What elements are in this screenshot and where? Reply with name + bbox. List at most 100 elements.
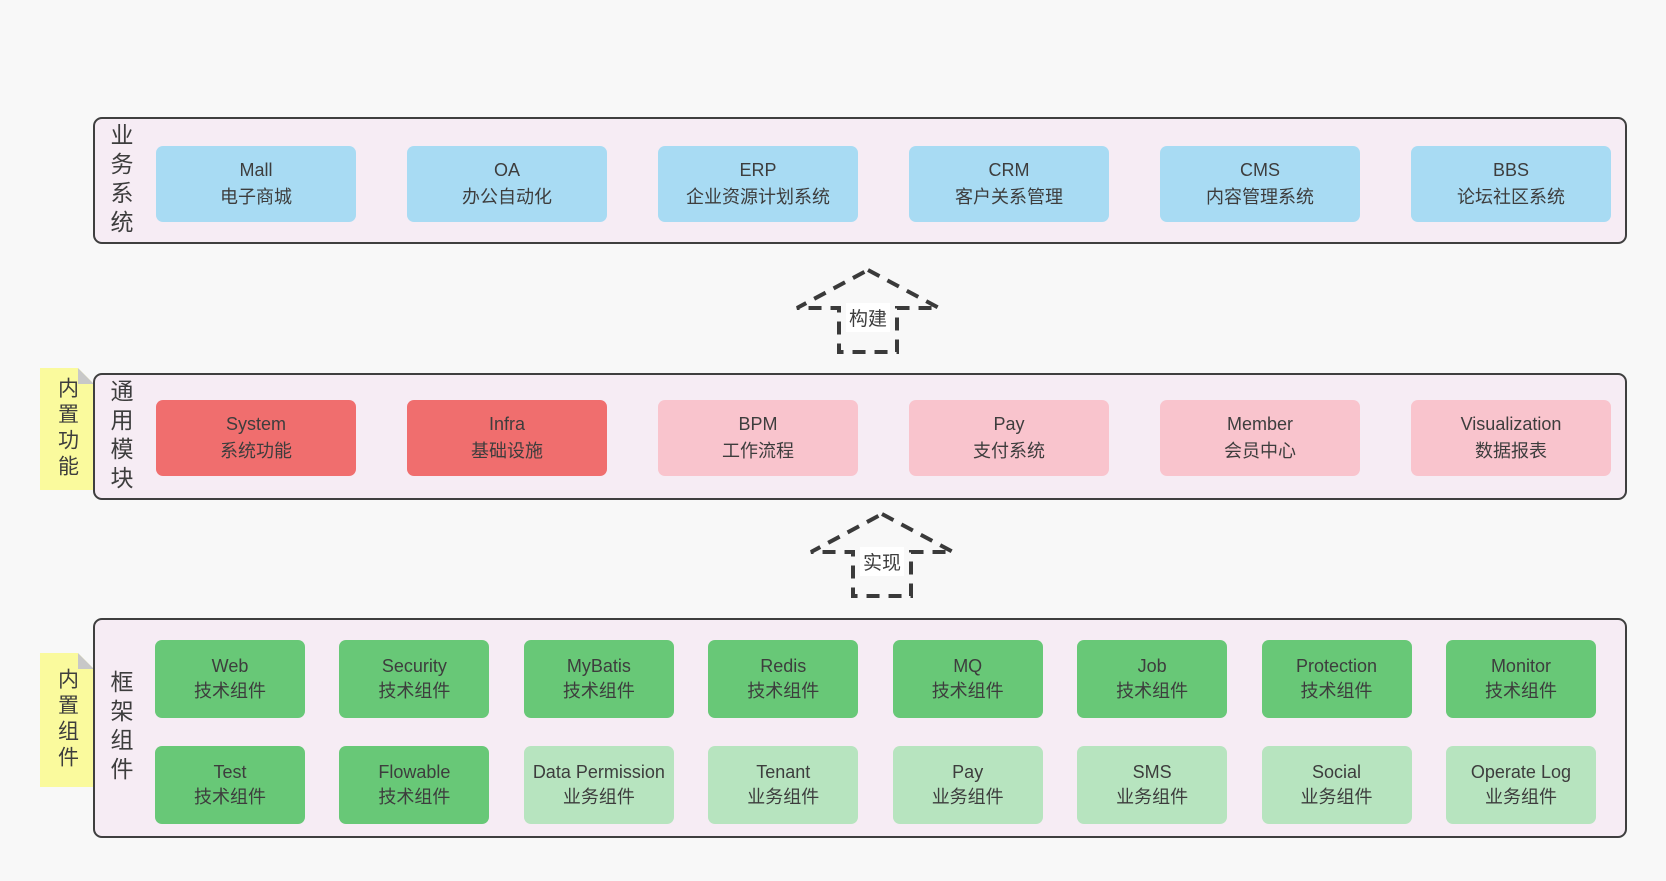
card-mq: MQ 技术组件: [892, 640, 1043, 718]
card-subtitle: 业务组件: [1300, 787, 1373, 807]
card-title: Test: [213, 762, 247, 783]
business-cards-row: Mall 电子商城 OA 办公自动化 ERP 企业资源计划系统 CRM 客户关系…: [156, 146, 1611, 222]
card-social: Social 业务组件: [1261, 746, 1412, 824]
card-title: Flowable: [378, 762, 451, 783]
folded-corner-icon: [78, 368, 94, 384]
sticky-note-built-in-features: 内置功能: [40, 368, 94, 490]
card-subtitle: 业务组件: [562, 787, 635, 807]
card-subtitle: 技术组件: [378, 787, 451, 807]
card-subtitle: 客户关系管理: [955, 187, 1063, 207]
layer-panel-common-modules: 通用模块 System 系统功能 Infra 基础设施 BPM 工作流程 Pay…: [93, 373, 1627, 500]
card-title: MyBatis: [566, 656, 631, 677]
card-title: Redis: [760, 656, 807, 677]
card-web: Web 技术组件: [155, 640, 305, 718]
card-subtitle: 业务组件: [747, 787, 820, 807]
card-title: SMS: [1132, 762, 1172, 783]
card-title: Data Permission: [532, 762, 665, 783]
implement-arrow-label: 实现: [859, 547, 905, 576]
card-subtitle: 技术组件: [1116, 681, 1189, 701]
card-subtitle: 技术组件: [1300, 681, 1373, 701]
sticky-note-label: 内置组件: [55, 668, 79, 772]
card-visualization: Visualization 数据报表: [1411, 400, 1611, 476]
card-title: CRM: [988, 160, 1030, 180]
layer-label-business-systems: 业务系统: [107, 122, 133, 239]
card-title: OA: [493, 160, 520, 180]
card-subtitle: 内容管理系统: [1206, 187, 1314, 207]
card-sms: SMS 业务组件: [1077, 746, 1228, 824]
card-subtitle: 技术组件: [194, 787, 266, 807]
card-subtitle: 工作流程: [722, 441, 794, 461]
card-title: ERP: [739, 160, 777, 180]
card-job: Job 技术组件: [1077, 640, 1228, 718]
card-title: Visualization: [1460, 414, 1562, 434]
card-subtitle: 论坛社区系统: [1457, 187, 1565, 207]
card-erp: ERP 企业资源计划系统: [658, 146, 858, 222]
card-redis: Redis 技术组件: [708, 640, 859, 718]
sticky-note-built-in-components: 内置组件: [40, 653, 94, 787]
card-subtitle: 业务组件: [1484, 787, 1557, 807]
build-arrow: 构建: [793, 268, 943, 354]
card-subtitle: 办公自动化: [462, 187, 552, 207]
card-monitor: Monitor 技术组件: [1445, 640, 1596, 718]
layer-label-common-modules: 通用模块: [107, 378, 133, 495]
card-system: System 系统功能: [156, 400, 356, 476]
card-title: Protection: [1296, 656, 1378, 677]
card-subtitle: 技术组件: [1484, 681, 1557, 701]
card-title: Monitor: [1490, 656, 1551, 677]
card-title: MQ: [953, 656, 983, 677]
card-title: Infra: [488, 414, 526, 434]
card-subtitle: 基础设施: [471, 441, 543, 461]
card-subtitle: 会员中心: [1224, 441, 1296, 461]
card-title: BBS: [1492, 160, 1530, 180]
card-title: Pay: [993, 414, 1025, 434]
card-title: Job: [1137, 656, 1167, 677]
build-arrow-label: 构建: [845, 303, 891, 332]
card-title: CMS: [1240, 160, 1280, 180]
card-title: Tenant: [756, 762, 811, 783]
card-mall: Mall 电子商城: [156, 146, 356, 222]
card-subtitle: 企业资源计划系统: [686, 187, 830, 207]
card-security: Security 技术组件: [339, 640, 490, 718]
layer-panel-business-systems: 业务系统 Mall 电子商城 OA 办公自动化 ERP 企业资源计划系统 CRM…: [93, 117, 1627, 244]
card-subtitle: 电子商城: [220, 187, 292, 207]
card-member: Member 会员中心: [1160, 400, 1360, 476]
card-bbs: BBS 论坛社区系统: [1411, 146, 1611, 222]
card-subtitle: 技术组件: [378, 681, 451, 701]
card-title: Mall: [239, 160, 273, 180]
card-title: Operate Log: [1470, 762, 1571, 783]
card-title: Member: [1226, 414, 1293, 434]
card-flowable: Flowable 技术组件: [339, 746, 490, 824]
folded-corner-icon: [78, 653, 94, 669]
implement-arrow: 实现: [807, 512, 957, 598]
card-title: Social: [1312, 762, 1362, 783]
card-data-permission: Data Permission 业务组件: [523, 746, 674, 824]
card-title: Web: [211, 656, 249, 677]
sticky-note-label: 内置功能: [55, 377, 79, 481]
card-infra: Infra 基础设施: [407, 400, 607, 476]
card-subtitle: 技术组件: [562, 681, 635, 701]
card-title: Pay: [952, 762, 984, 783]
card-pay-module: Pay 支付系统: [909, 400, 1109, 476]
card-protection: Protection 技术组件: [1261, 640, 1412, 718]
card-subtitle: 业务组件: [931, 787, 1004, 807]
card-operate-log: Operate Log 业务组件: [1445, 746, 1596, 824]
layer-panel-framework-components: 框架组件 Web 技术组件 Security 技术组件 MyBatis 技术组件…: [93, 618, 1627, 838]
card-test: Test 技术组件: [155, 746, 305, 824]
business-components-row: Test 技术组件 Flowable 技术组件 Data Permission …: [155, 746, 1596, 824]
card-oa: OA 办公自动化: [407, 146, 607, 222]
card-title: BPM: [738, 414, 778, 434]
card-pay-business: Pay 业务组件: [892, 746, 1043, 824]
card-subtitle: 支付系统: [973, 441, 1045, 461]
card-title: System: [225, 414, 286, 434]
card-subtitle: 数据报表: [1475, 441, 1547, 461]
card-subtitle: 系统功能: [220, 441, 292, 461]
card-subtitle: 技术组件: [194, 681, 266, 701]
card-title: Security: [381, 656, 447, 677]
card-subtitle: 业务组件: [1116, 787, 1189, 807]
layer-label-framework-components: 框架组件: [107, 670, 133, 786]
card-crm: CRM 客户关系管理: [909, 146, 1109, 222]
card-bpm: BPM 工作流程: [658, 400, 858, 476]
card-subtitle: 技术组件: [747, 681, 820, 701]
card-mybatis: MyBatis 技术组件: [523, 640, 674, 718]
tech-components-row: Web 技术组件 Security 技术组件 MyBatis 技术组件 Redi…: [155, 640, 1596, 718]
